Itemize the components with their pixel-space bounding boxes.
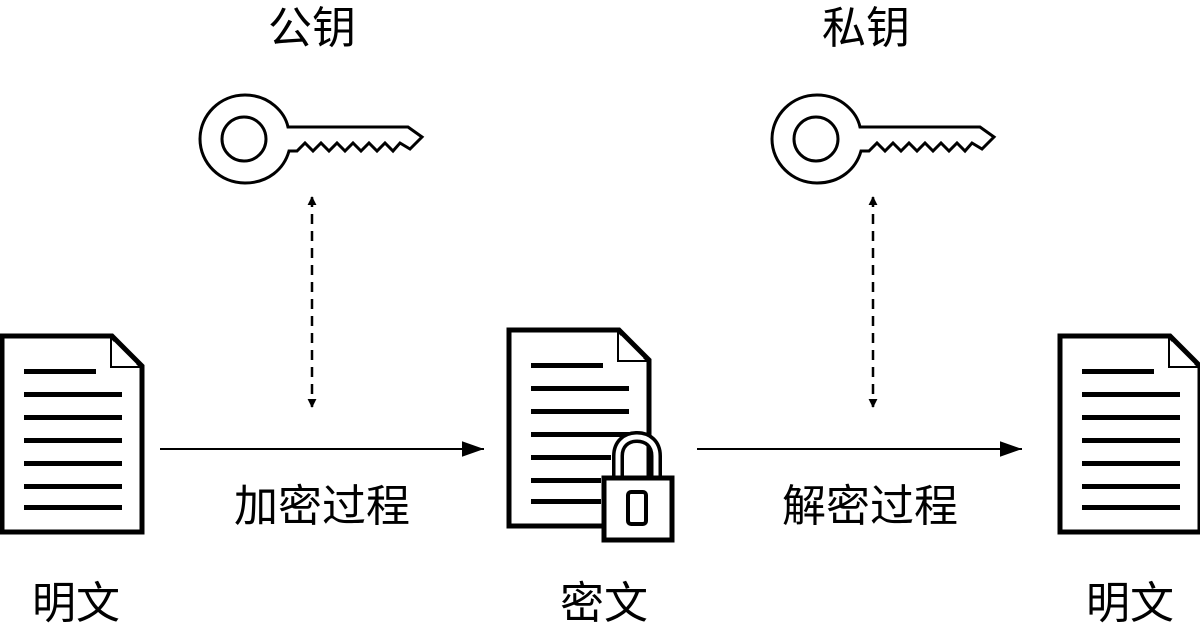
public-key-label: 公钥	[268, 3, 356, 54]
private-key-icon	[770, 93, 997, 185]
encrypt-process-label: 加密过程	[234, 481, 410, 532]
padlock-icon	[601, 430, 675, 543]
plaintext-left-label: 明文	[32, 578, 120, 629]
decrypt-process-label: 解密过程	[782, 481, 958, 532]
public-key-icon	[198, 93, 425, 185]
plaintext-document-icon-left	[0, 333, 145, 535]
ciphertext-label: 密文	[560, 578, 648, 629]
private-key-label: 私钥	[822, 3, 910, 54]
plaintext-right-label: 明文	[1086, 578, 1174, 629]
plaintext-document-icon-right	[1057, 333, 1200, 535]
